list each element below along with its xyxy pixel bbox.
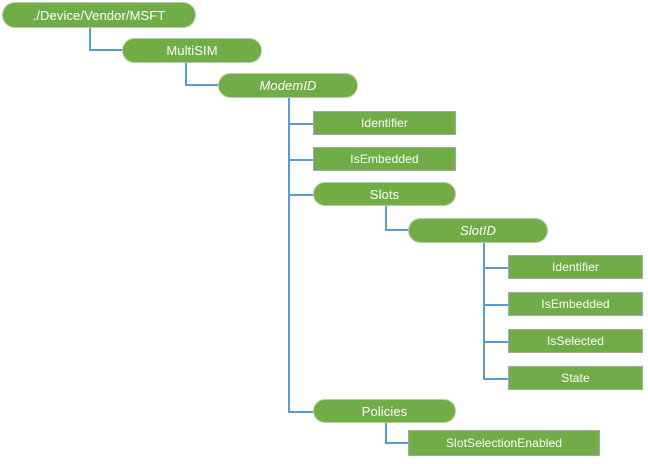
connector-slots-to-slotid (385, 229, 409, 231)
node-modem-identifier[interactable]: Identifier (313, 111, 456, 135)
connector-slotid-to-state (483, 378, 509, 380)
node-root[interactable]: ./Device/Vendor/MSFT (2, 2, 196, 28)
node-modemid[interactable]: ModemID (218, 73, 358, 98)
connector-slotid-to-identifier (483, 267, 509, 269)
node-slot-state[interactable]: State (508, 366, 643, 390)
node-slot-identifier[interactable]: Identifier (508, 255, 643, 279)
connector-policies-to-ssenabled (385, 442, 409, 444)
connector-policies-drop (385, 423, 387, 444)
node-policies[interactable]: Policies (313, 399, 456, 423)
node-slotid[interactable]: SlotID (408, 218, 548, 243)
node-slots[interactable]: Slots (313, 182, 456, 206)
connector-root-to-multisim (89, 49, 123, 51)
connector-slotid-to-isselected (483, 341, 509, 343)
connector-modemid-to-policies (288, 411, 314, 413)
node-slot-isselected[interactable]: IsSelected (508, 329, 643, 353)
connector-modemid-to-isembedded (288, 159, 314, 161)
node-multisim[interactable]: MultiSIM (122, 38, 262, 63)
connector-modemid-to-identifier (288, 123, 314, 125)
connector-modemid-to-slots (288, 194, 314, 196)
connector-multisim-to-modemid (185, 84, 219, 86)
node-modem-isembedded[interactable]: IsEmbedded (313, 147, 456, 171)
connector-multisim-drop (185, 63, 187, 85)
connector-modemid-trunk (288, 98, 290, 412)
connector-slotid-to-isembedded (483, 304, 509, 306)
node-slot-isembedded[interactable]: IsEmbedded (508, 292, 643, 316)
connector-slotid-trunk (483, 243, 485, 379)
connector-root-drop (89, 28, 91, 50)
node-slotselectionenabled[interactable]: SlotSelectionEnabled (408, 430, 600, 456)
connector-slots-drop (385, 206, 387, 230)
